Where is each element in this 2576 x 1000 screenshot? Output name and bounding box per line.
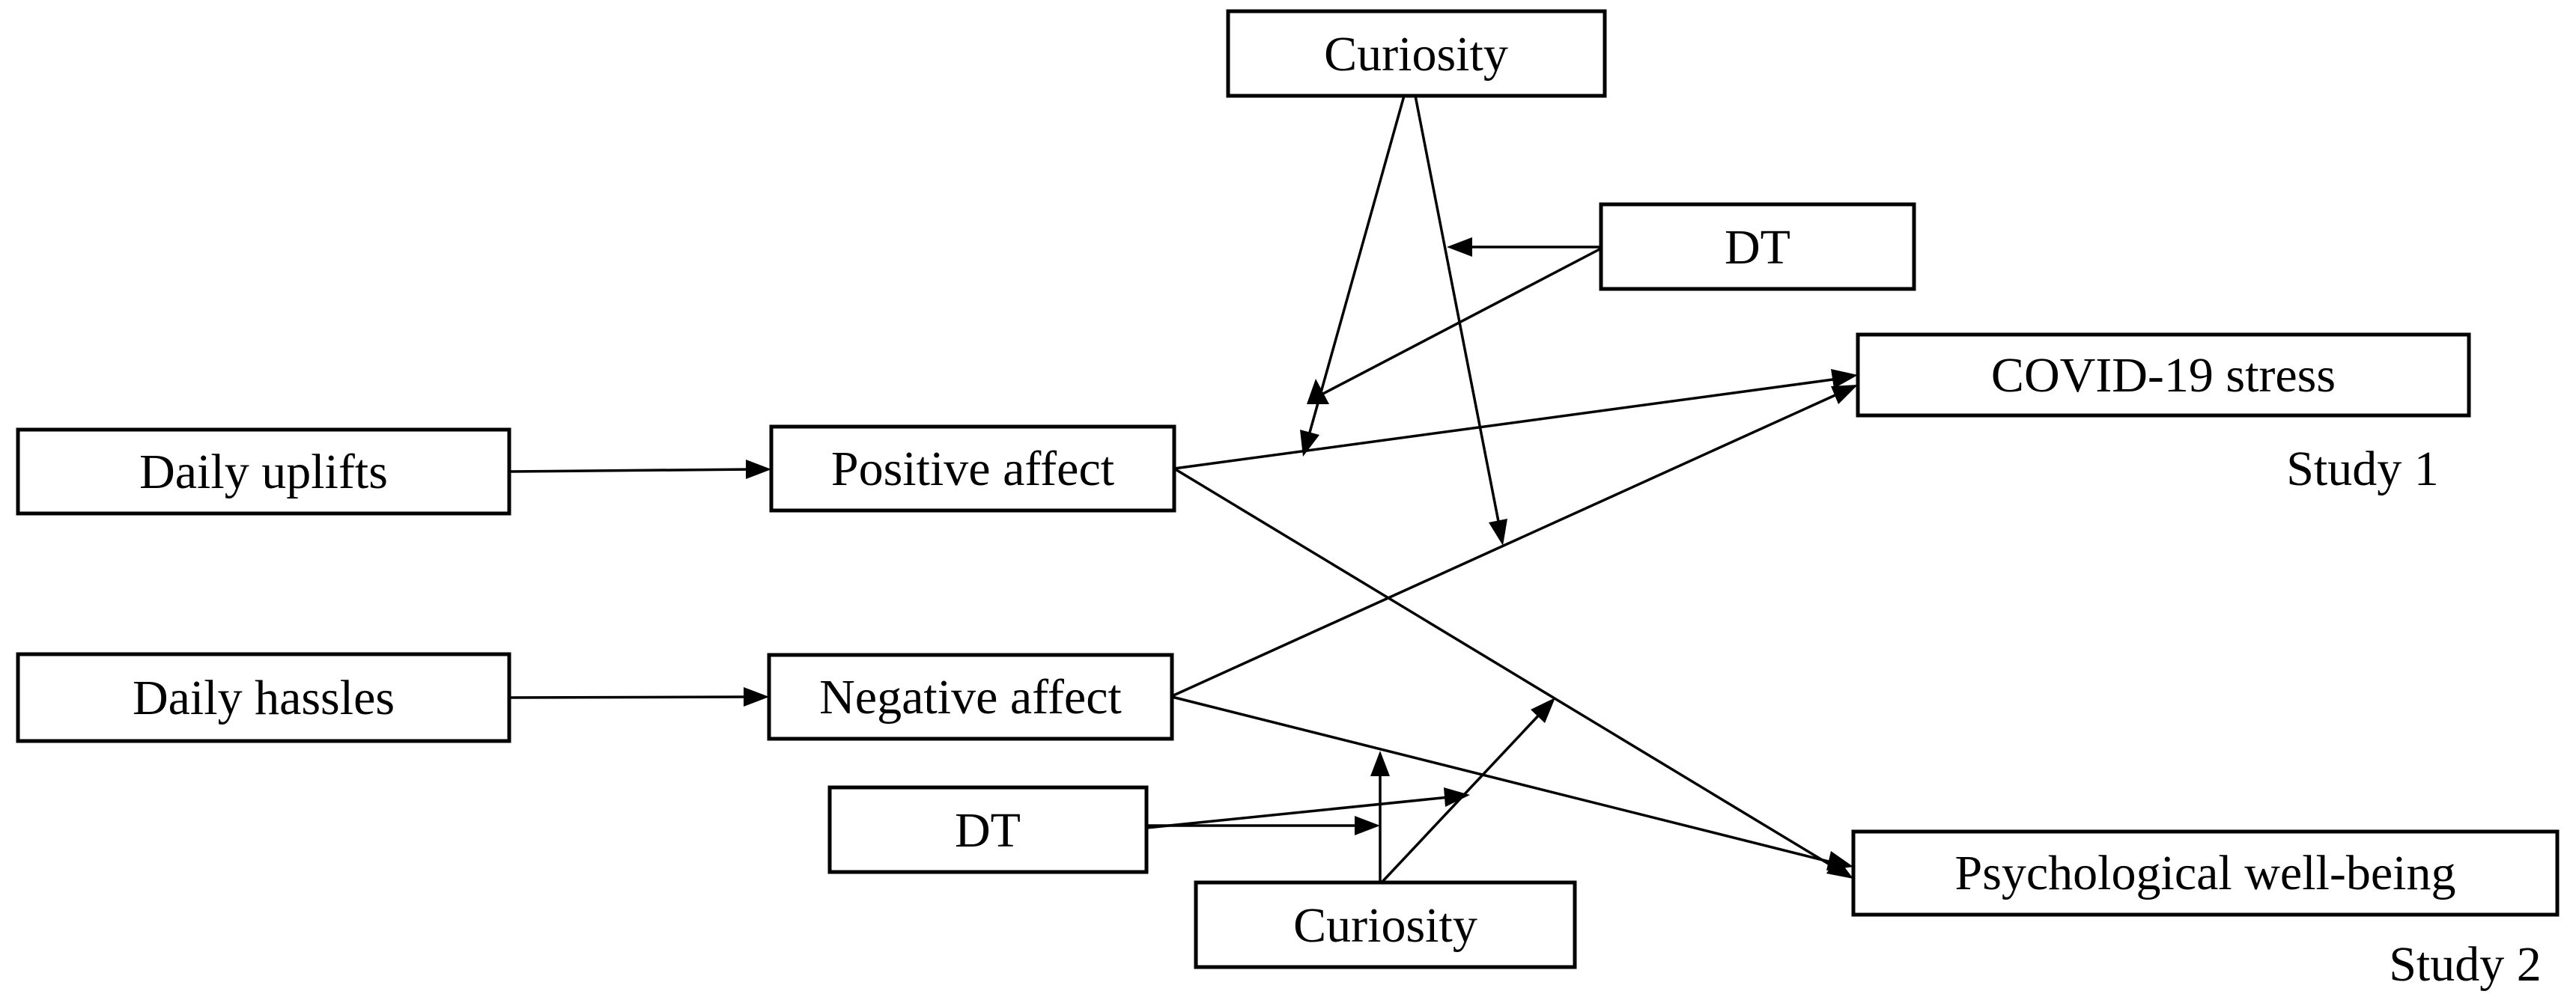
arrowhead-up-right-icon: [1531, 698, 1555, 723]
moderation-curiosity-top-left: [1300, 95, 1406, 457]
node-covid-stress: COVID-19 stress: [1856, 332, 2471, 418]
dt-top-label: DT: [1725, 220, 1790, 275]
arrowhead-down-icon: [1489, 519, 1507, 546]
dt-bottom-label: DT: [955, 803, 1021, 858]
edge-positive-affect-to-covid: [1173, 369, 1858, 470]
edge-line: [1173, 377, 1839, 470]
arrowhead-up-icon: [1307, 379, 1329, 404]
arrowhead-icon: [1826, 851, 1853, 871]
edge-line: [508, 468, 753, 473]
node-positive-affect: Positive affect: [769, 424, 1176, 513]
edge-line: [1319, 247, 1602, 397]
dt-bottom-box: [827, 785, 1149, 874]
daily-uplifts-box: [16, 427, 511, 516]
arrowhead-icon: [1831, 369, 1858, 388]
covid-stress-box: [1856, 332, 2471, 418]
edge-hassles-to-negative-affect: [508, 687, 769, 707]
curiosity-bottom-box: [1194, 880, 1577, 969]
well-being-box: [1851, 829, 2560, 917]
moderation-curiosity-bottom-diagonal: [1380, 698, 1555, 884]
curiosity-top-label: Curiosity: [1324, 27, 1508, 82]
study-1-label: Study 1: [2286, 442, 2439, 496]
edge-line: [508, 695, 751, 699]
covid-stress-label: COVID-19 stress: [1991, 348, 2336, 403]
moderation-dt-bottom-diagonal: [1146, 787, 1470, 829]
edge-line: [1146, 796, 1450, 829]
curiosity-bottom-label: Curiosity: [1293, 898, 1477, 953]
edge-line: [1171, 392, 1839, 698]
well-being-label: Psychological well-being: [1954, 846, 2455, 900]
negative-affect-label: Negative affect: [819, 670, 1122, 725]
node-dt-top: DT: [1599, 202, 1916, 291]
arrowhead-right-icon: [746, 460, 771, 479]
edge-line: [1414, 95, 1502, 534]
edge-line: [1171, 695, 1832, 864]
positive-affect-label: Positive affect: [831, 442, 1114, 496]
edge-negative-affect-to-covid: [1171, 385, 1858, 698]
edge-uplifts-to-positive-affect: [508, 460, 771, 479]
daily-uplifts-label: Daily uplifts: [139, 445, 388, 499]
daily-hassles-box: [16, 652, 511, 743]
edge-line: [1380, 710, 1544, 884]
moderation-dt-bottom-horizontal: [1146, 816, 1380, 835]
node-negative-affect: Negative affect: [767, 653, 1174, 741]
arrowhead-right-icon: [1444, 787, 1470, 807]
node-daily-hassles: Daily hassles: [16, 652, 511, 743]
edge-line: [1305, 95, 1406, 444]
node-curiosity-bottom: Curiosity: [1194, 880, 1577, 969]
node-well-being: Psychological well-being: [1851, 829, 2560, 917]
edge-positive-affect-to-well-being: [1173, 467, 1853, 879]
node-curiosity-top: Curiosity: [1226, 9, 1607, 98]
edge-negative-affect-to-well-being: [1171, 695, 1853, 871]
arrowhead-right-icon: [1355, 816, 1380, 835]
arrowhead-up-icon: [1370, 751, 1390, 776]
moderation-curiosity-bottom-vertical: [1370, 751, 1390, 882]
arrowhead-icon: [1831, 385, 1858, 404]
moderation-curiosity-top-right: [1414, 95, 1507, 546]
daily-hassles-label: Daily hassles: [133, 671, 395, 725]
arrowhead-left-icon: [1447, 237, 1472, 257]
arrowhead-down-icon: [1300, 430, 1319, 457]
study-2-label: Study 2: [2389, 937, 2542, 992]
node-dt-bottom: DT: [827, 785, 1149, 874]
moderation-dt-top-diagonal: [1307, 247, 1602, 404]
edge-line: [1173, 467, 1835, 869]
moderation-dt-top-horizontal: [1447, 237, 1601, 257]
arrowhead-right-icon: [744, 687, 769, 707]
node-daily-uplifts: Daily uplifts: [16, 427, 511, 516]
positive-affect-box: [769, 424, 1176, 513]
